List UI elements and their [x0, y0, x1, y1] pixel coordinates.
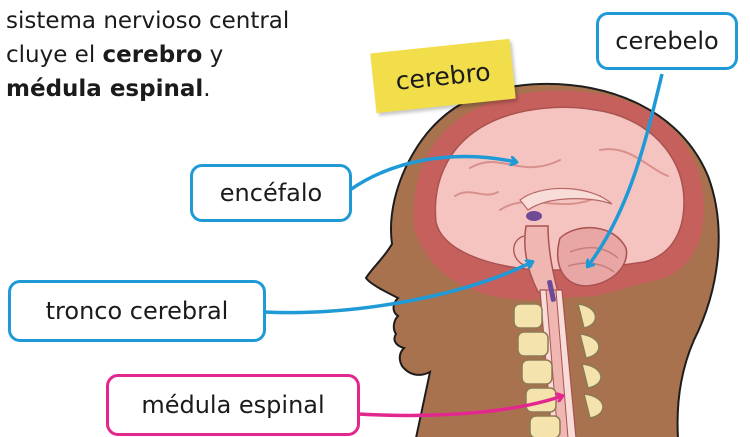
cerebellum-shape	[557, 226, 628, 287]
central-canal	[547, 279, 556, 302]
vertebra	[521, 359, 553, 385]
label-encefalo: encéfalo	[190, 164, 352, 222]
intro-bold-medula: médula espinal	[6, 76, 204, 102]
arrow-tronco	[263, 262, 532, 315]
arrow-cerebelo	[588, 73, 664, 266]
sticky-note-text: cerebro	[394, 56, 492, 96]
vertebra	[517, 331, 549, 357]
inner-brain	[519, 187, 613, 211]
label-medula-espinal: médula espinal	[106, 374, 360, 436]
intro-line-2-end: y	[202, 42, 224, 68]
label-cerebelo-text: cerebelo	[615, 27, 719, 55]
intro-line-3-end: .	[203, 76, 211, 102]
vertebra-process	[579, 333, 600, 359]
intro-text: sistema nervioso central cluye el cerebr…	[6, 4, 376, 106]
vertebra-process	[581, 363, 602, 389]
intro-line-3: médula espinal.	[6, 72, 376, 106]
pons	[513, 235, 527, 267]
intro-line-2: cluye el cerebro y	[6, 38, 376, 72]
label-cerebelo: cerebelo	[596, 12, 738, 70]
vertebra	[529, 415, 561, 437]
vertebra-process	[577, 303, 597, 329]
intro-bold-cerebro: cerebro	[102, 42, 203, 68]
intro-line-2-text: cluye el	[6, 42, 103, 68]
vertebra-process	[583, 393, 604, 419]
label-tronco-cerebral: tronco cerebral	[8, 280, 266, 342]
intro-line-1: sistema nervioso central	[6, 8, 290, 34]
vertebrae	[513, 303, 604, 437]
label-encefalo-text: encéfalo	[219, 179, 323, 207]
label-tronco-text: tronco cerebral	[45, 297, 229, 325]
label-medula-text: médula espinal	[141, 391, 325, 419]
arrow-encefalo	[348, 154, 516, 192]
vertebra	[513, 303, 543, 329]
arrow-medula	[357, 396, 562, 418]
ventricle	[526, 211, 542, 221]
